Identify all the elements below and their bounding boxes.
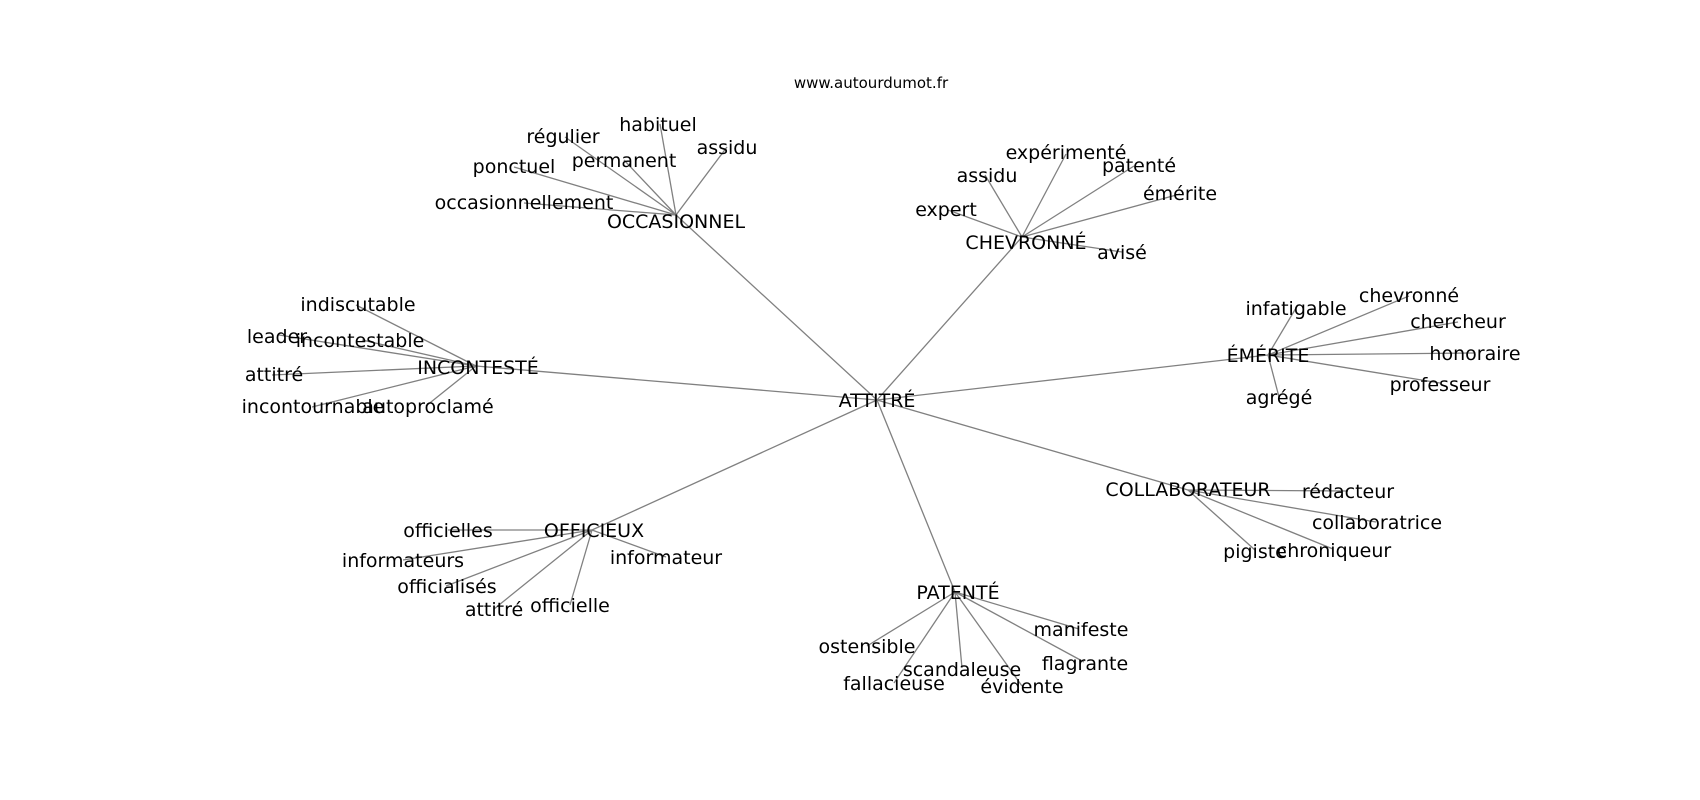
leaf-node-infatigable[interactable]: infatigable [1245, 298, 1346, 320]
edge-occasionnel-permanent [623, 159, 677, 216]
edge-occasionnel-assidu [675, 146, 728, 216]
hub-node-collaborateur[interactable]: COLLABORATEUR [1105, 479, 1270, 501]
source-url: www.autourdumot.fr [794, 74, 949, 92]
edge-emerite-professeur [1267, 354, 1441, 384]
hub-node-chevronne[interactable]: CHEVRONNÉ [965, 231, 1086, 254]
edge-center-occasionnel [675, 214, 878, 401]
edge-inconteste-attitre [271, 365, 477, 376]
edge-chevronne-expert [947, 209, 1023, 238]
edge-emerite-honoraire [1267, 352, 1476, 356]
edge-inconteste-indiscutable [355, 304, 477, 367]
leaf-node-redacteur[interactable]: rédacteur [1302, 481, 1394, 503]
leaf-node-pigiste[interactable]: pigiste [1223, 541, 1287, 563]
leaf-node-experimente[interactable]: expérimenté [1006, 142, 1127, 164]
edge-officieux-informateurs [402, 529, 593, 561]
leaf-node-patente[interactable]: patenté [1102, 155, 1176, 177]
hub-node-occasionnel[interactable]: OCCASIONNEL [607, 211, 746, 233]
leaf-node-leader[interactable]: leader [247, 326, 307, 348]
edge-patente-manifeste [954, 591, 1080, 630]
edge-collaborateur-pigiste [1187, 489, 1256, 551]
leaf-node-evidente[interactable]: évidente [980, 676, 1063, 698]
leaf-node-manifeste[interactable]: manifeste [1034, 619, 1129, 641]
leaf-node-professeur[interactable]: professeur [1390, 374, 1491, 396]
edge-inconteste-incontournable [311, 365, 477, 408]
leaf-node-regulier[interactable]: régulier [526, 126, 599, 148]
leaf-node-informateurs[interactable]: informateurs [342, 550, 464, 572]
edge-patente-scandaleuse [954, 591, 963, 669]
leaf-node-fallacieuse[interactable]: fallacieuse [843, 673, 945, 695]
edge-collaborateur-collaboratrice [1187, 489, 1377, 523]
edges-layer [271, 123, 1476, 687]
leaf-node-habituel[interactable]: habituel [619, 114, 696, 136]
leaf-node-officielles[interactable]: officielles [403, 520, 493, 542]
leaf-node-agrege[interactable]: agrégé [1246, 387, 1313, 409]
leaf-node-emerite[interactable]: émérite [1143, 183, 1217, 205]
leaf-node-chercheur[interactable]: chercheur [1410, 311, 1506, 333]
edge-center-chevronne [876, 236, 1023, 401]
edge-patente-fallacieuse [893, 591, 956, 684]
edge-officieux-officielle [569, 529, 593, 606]
edge-patente-evidente [954, 591, 1023, 687]
leaf-node-avise[interactable]: avisé [1097, 242, 1147, 264]
center-node[interactable]: ATTITRÉ [839, 389, 916, 412]
edge-chevronne-patente [1021, 165, 1135, 238]
edge-center-officieux [591, 399, 878, 531]
hub-node-inconteste[interactable]: INCONTESTÉ [417, 356, 539, 379]
leaf-node-permanent[interactable]: permanent [572, 150, 677, 172]
edge-inconteste-autoproclame [425, 365, 477, 407]
leaf-node-autoproclame[interactable]: autoproclamé [362, 396, 493, 418]
leaf-node-flagrante[interactable]: flagrante [1042, 653, 1128, 675]
leaf-node-occasionnellement[interactable]: occasionnellement [435, 192, 614, 214]
edge-chevronne-assidu [984, 174, 1023, 238]
leaf-node-assidu[interactable]: assidu [697, 137, 758, 159]
leaf-node-chroniqueur[interactable]: chroniqueur [1277, 540, 1392, 562]
edge-center-patente [876, 399, 956, 593]
edge-inconteste-leader [278, 334, 477, 367]
leaf-node-incontestable[interactable]: incontestable [296, 330, 425, 352]
edge-inconteste-incontestable [361, 339, 477, 367]
leaf-node-attitre[interactable]: attitré [465, 599, 523, 621]
edge-emerite-chercheur [1267, 321, 1459, 356]
leaf-node-assidu[interactable]: assidu [957, 165, 1018, 187]
edge-occasionnel-habituel [659, 123, 677, 216]
edge-emerite-infatigable [1267, 307, 1297, 356]
hub-node-patente[interactable]: PATENTÉ [916, 581, 999, 604]
edge-occasionnel-ponctuel [513, 166, 677, 216]
leaf-node-incontournable[interactable]: incontournable [242, 396, 385, 418]
edge-center-emerite [876, 354, 1269, 401]
edge-emerite-chevronne [1267, 295, 1410, 356]
edge-officieux-informateur [591, 529, 667, 558]
edge-center-collaborateur [876, 399, 1189, 491]
leaf-node-chevronne[interactable]: chevronné [1359, 285, 1459, 307]
edge-patente-flagrante [954, 591, 1085, 663]
hub-node-officieux[interactable]: OFFICIEUX [544, 520, 644, 542]
edge-chevronne-avise [1021, 236, 1123, 253]
leaf-node-honoraire[interactable]: honoraire [1429, 343, 1520, 365]
leaf-node-ostensible[interactable]: ostensible [819, 636, 916, 658]
leaf-node-scandaleuse[interactable]: scandaleuse [903, 659, 1021, 681]
leaf-node-indiscutable[interactable]: indiscutable [300, 294, 415, 316]
edge-patente-ostensible [866, 591, 956, 647]
leaf-node-informateur[interactable]: informateur [610, 547, 722, 569]
edge-occasionnel-occasionnellement [523, 202, 677, 216]
edge-collaborateur-chroniqueur [1187, 489, 1334, 550]
edge-officieux-officialises [445, 529, 593, 587]
edge-emerite-agrege [1267, 354, 1280, 398]
edge-center-inconteste [475, 365, 878, 401]
leaf-node-officialises[interactable]: officialisés [397, 576, 496, 598]
edge-occasionnel-regulier [564, 136, 677, 216]
leaf-node-expert[interactable]: expert [915, 199, 977, 221]
leaf-node-attitre[interactable]: attitré [245, 364, 303, 386]
labels-layer: ATTITRÉ OCCASIONNEL habituel régulier assidu… [242, 114, 1521, 698]
edge-officieux-attitre [493, 529, 593, 610]
leaf-node-officielle[interactable]: officielle [530, 595, 610, 617]
hub-node-emerite[interactable]: ÉMÉRITE [1227, 344, 1310, 367]
leaf-node-ponctuel[interactable]: ponctuel [473, 156, 556, 178]
edge-collaborateur-redacteur [1187, 489, 1349, 492]
edge-chevronne-emerite [1021, 193, 1181, 238]
edge-chevronne-experimente [1021, 153, 1067, 238]
leaf-node-collaboratrice[interactable]: collaboratrice [1312, 512, 1442, 534]
